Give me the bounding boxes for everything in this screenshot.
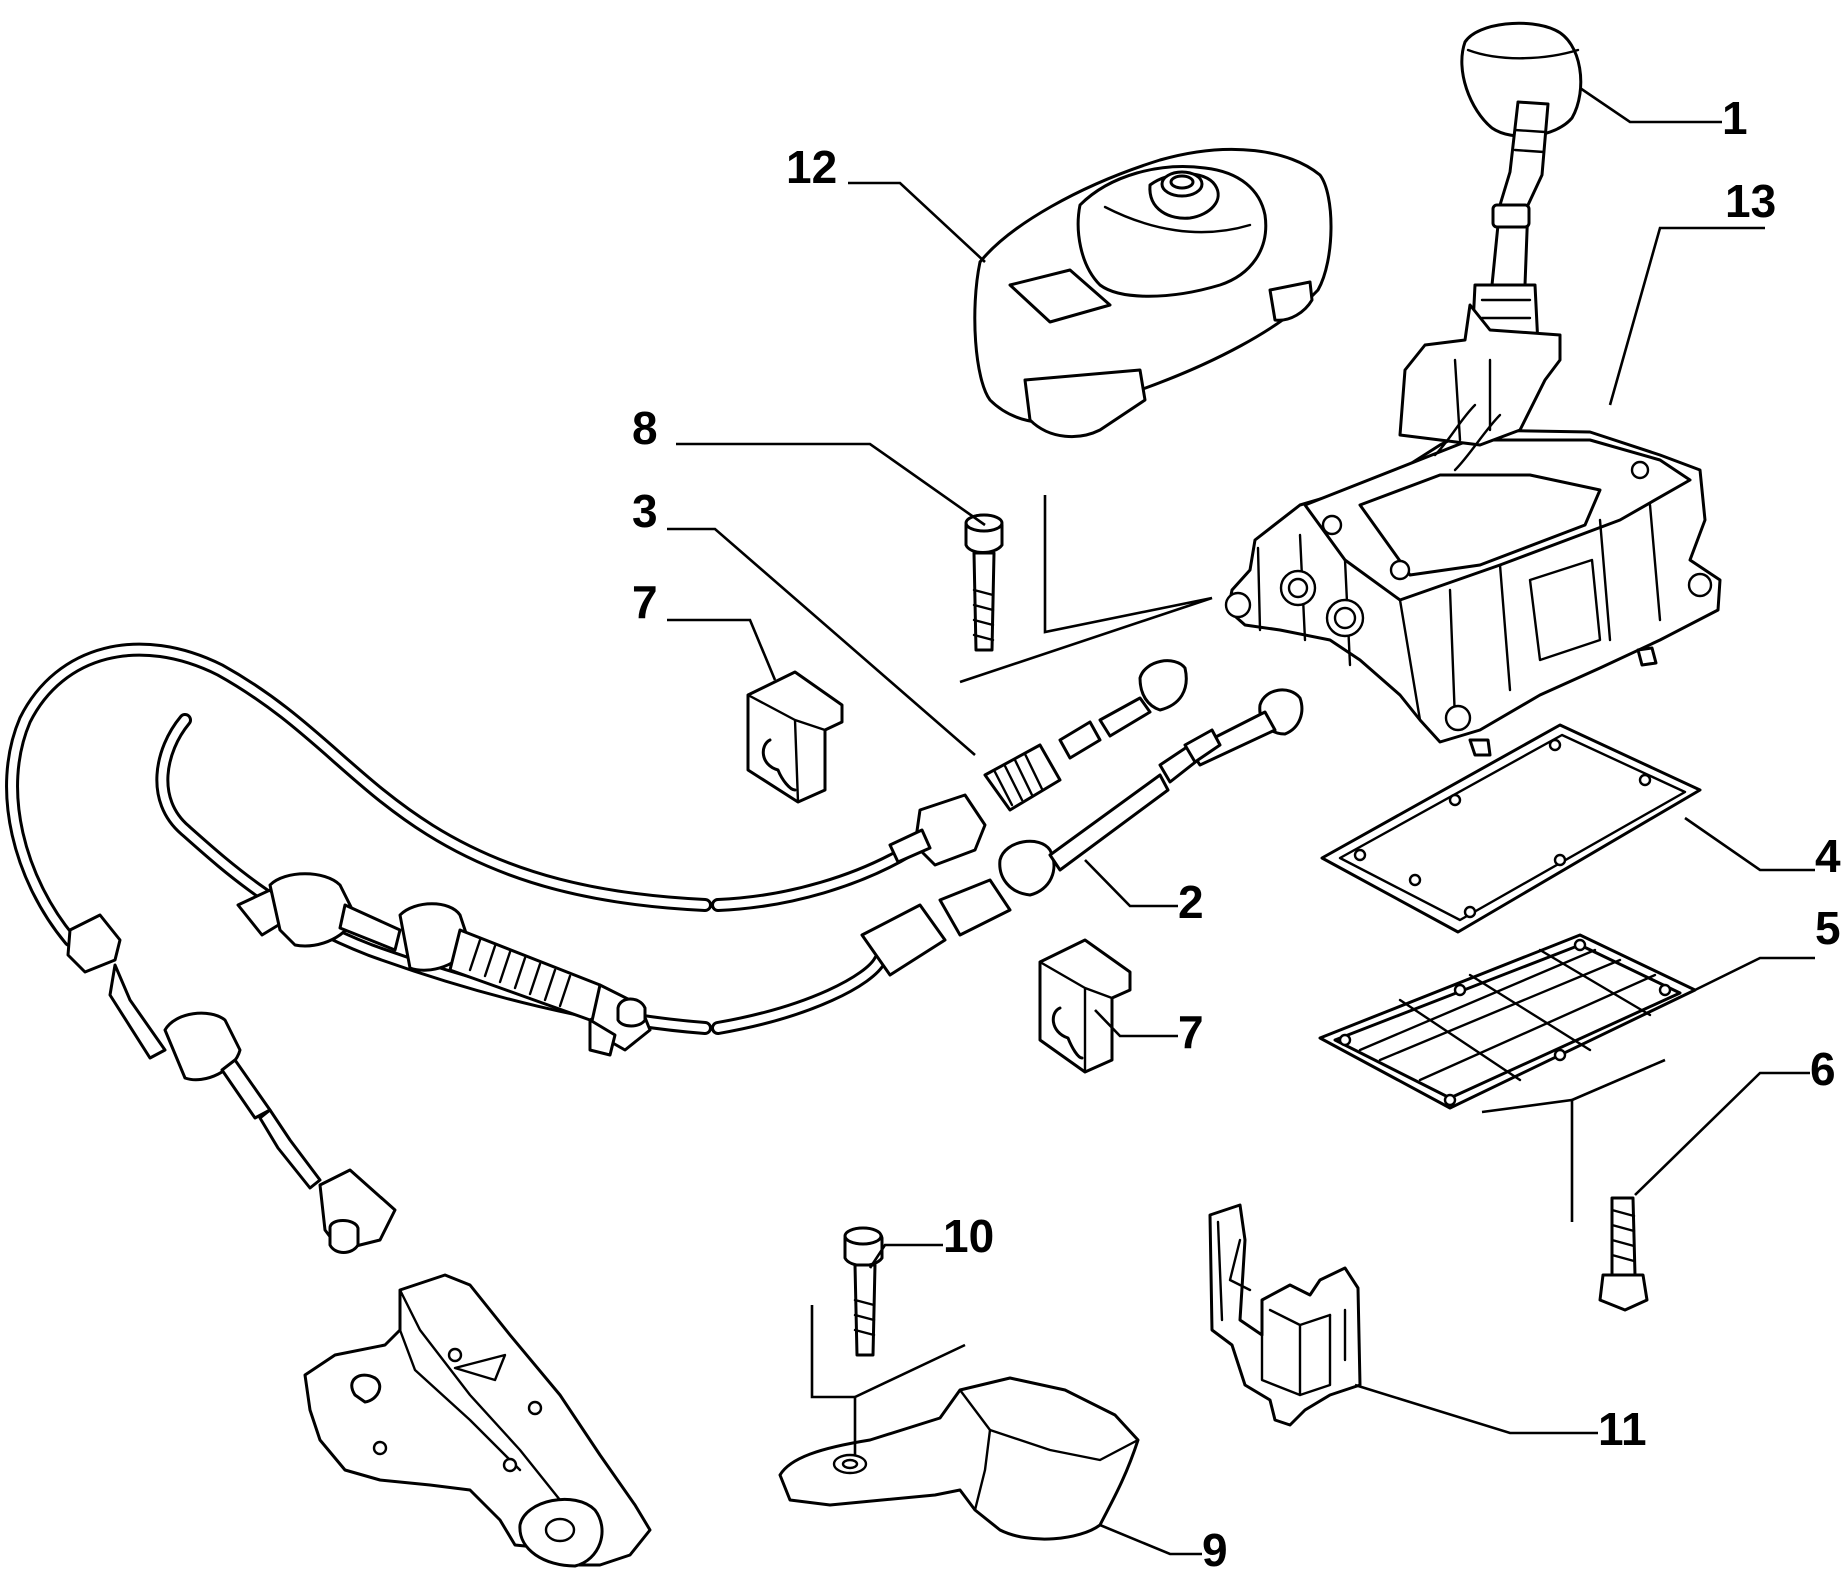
leader-9 (1099, 1523, 1202, 1556)
part-2-shift-cable (155, 688, 1304, 1057)
callout-7b: 7 (1178, 1006, 1204, 1058)
callout-3: 3 (632, 485, 658, 537)
callout-2: 2 (1178, 876, 1204, 928)
callout-6: 6 (1810, 1043, 1836, 1095)
leader-6 (1634, 1071, 1810, 1196)
leader-4 (1684, 816, 1815, 872)
callout-7a: 7 (632, 576, 658, 628)
callout-5: 5 (1815, 902, 1841, 954)
part-1-gear-knob (1460, 21, 1583, 138)
callout-8: 8 (632, 402, 658, 454)
part-13-shifter-housing (1224, 100, 1722, 757)
part-4-gasket (1320, 723, 1702, 934)
part-8-bolt (964, 513, 1004, 652)
callout-4: 4 (1815, 830, 1841, 882)
leader-8 (676, 442, 986, 527)
leader-7a (667, 618, 777, 681)
ref-line-plate (1481, 1098, 1574, 1222)
leader-7b (1094, 1009, 1178, 1038)
part-9-lever-bracket (778, 1376, 1140, 1541)
part-7-clip-lower (1038, 938, 1132, 1074)
callout-12: 12 (786, 141, 837, 193)
callout-9: 9 (1202, 1524, 1228, 1576)
callout-10: 10 (943, 1210, 994, 1262)
part-3-selector-cable (5, 642, 1188, 1254)
part-6-bolt (1598, 1196, 1649, 1312)
leader-2 (1084, 859, 1178, 908)
leader-12 (848, 181, 986, 263)
part-10-bolt (843, 1226, 884, 1357)
ref-line-plate-2 (1571, 1058, 1666, 1102)
leader-3 (667, 527, 976, 756)
leader-11 (1354, 1383, 1598, 1435)
ref-line-bracket-9 (810, 1305, 857, 1455)
callout-13: 13 (1725, 175, 1776, 227)
leader-10 (868, 1243, 943, 1269)
ref-line-bracket-9b (854, 1343, 966, 1399)
callout-1: 1 (1722, 92, 1748, 144)
leader-1 (1579, 86, 1722, 124)
callout-11: 11 (1598, 1403, 1647, 1455)
part-11-mount-bracket (1208, 1203, 1362, 1427)
part-7-clip-upper (746, 670, 844, 804)
leader-5 (1694, 956, 1815, 992)
ref-line-housing (959, 495, 1213, 684)
leader-lines (667, 86, 1815, 1556)
callout-labels: 1 2 3 4 5 6 7 7 8 9 10 11 12 13 (632, 92, 1841, 1576)
part-5-grid-plate (1318, 933, 1697, 1110)
cable-support-bracket (303, 1273, 652, 1568)
leader-13 (1608, 226, 1765, 406)
part-12-boot-cover (973, 147, 1333, 439)
